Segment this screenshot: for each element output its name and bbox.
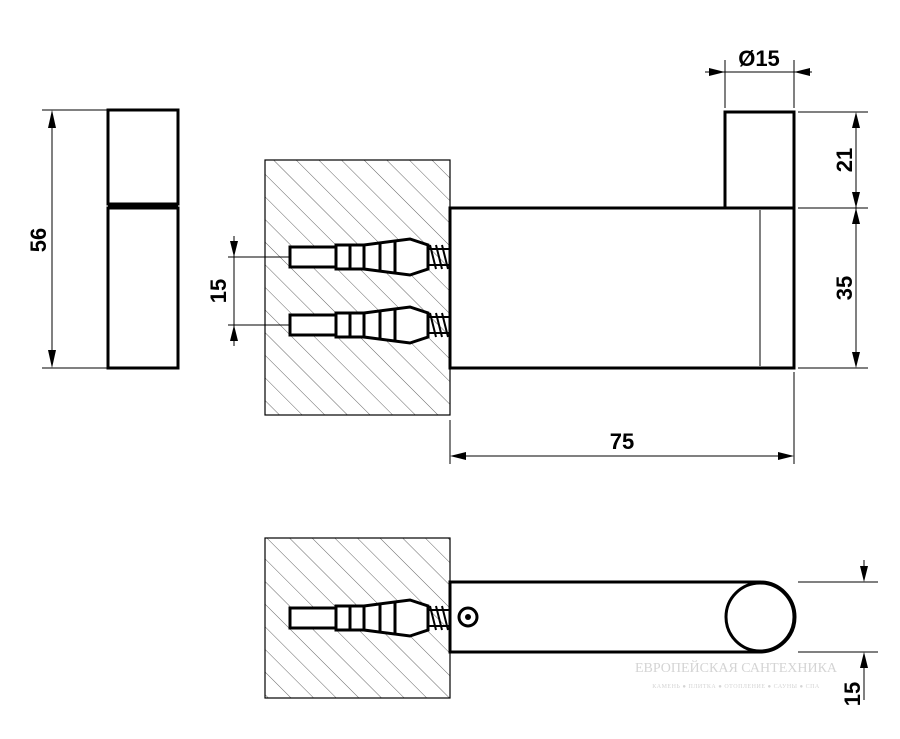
side-view (106, 108, 180, 370)
watermark-title: ЕВРОПЕЙСКАЯ САНТЕХНИКА (635, 659, 838, 676)
dimension-right-heights: 21 35 (798, 111, 868, 369)
diameter-label: Ø15 (738, 46, 780, 71)
body-height-label: 35 (832, 276, 857, 300)
plan-view (264, 537, 797, 699)
total-height-label: 56 (26, 228, 51, 252)
front-view (264, 110, 796, 416)
plan-width-label: 15 (840, 682, 865, 706)
plan-wall-dowel (288, 598, 450, 638)
hook-arm (448, 206, 796, 370)
dowel-spacing-label: 15 (206, 279, 231, 303)
cap-height-label: 21 (832, 148, 857, 172)
watermark-subtitle: КАМЕНЬ ● ПЛИТКА ● ОТОПЛЕНИЕ ● САУНЫ ● СП… (652, 684, 820, 690)
side-view-cap (106, 108, 180, 206)
watermark: ЕВРОПЕЙСКАЯ САНТЕХНИКА КАМЕНЬ ● ПЛИТКА ●… (635, 659, 838, 690)
lower-wall-dowel (288, 305, 450, 345)
upper-wall-dowel (288, 237, 450, 277)
dimension-projection: 75 (449, 372, 795, 464)
front-wall-section (264, 159, 451, 416)
dimension-plan-width: 15 (798, 560, 878, 706)
side-view-body (106, 206, 180, 370)
dimension-diameter: Ø15 (705, 46, 812, 108)
projection-label: 75 (610, 429, 634, 454)
plan-hook-tip (724, 581, 796, 653)
dimension-dowel-spacing: 15 (206, 236, 290, 346)
dimension-total-height: 56 (26, 109, 108, 369)
hook-tip (723, 110, 796, 210)
